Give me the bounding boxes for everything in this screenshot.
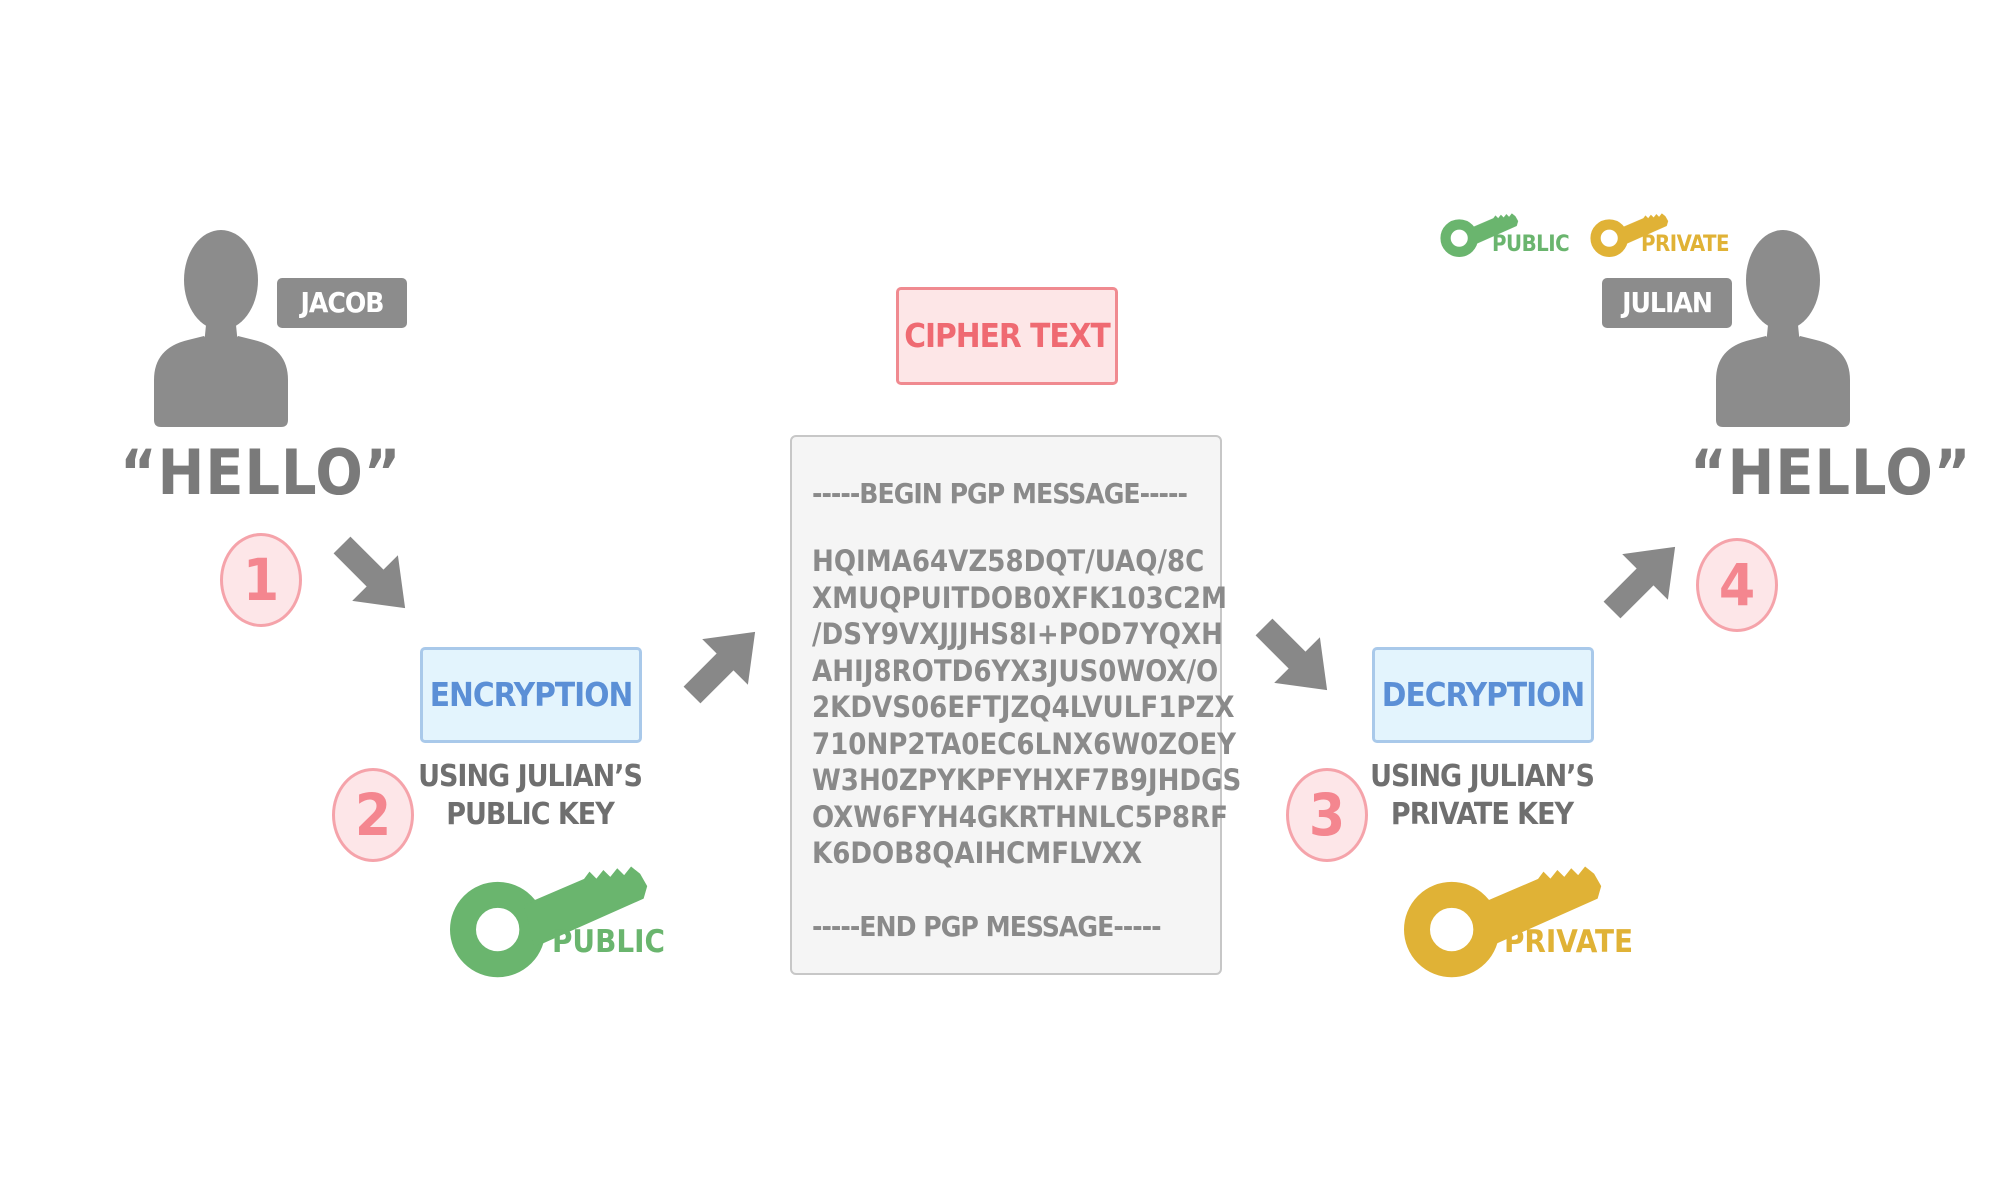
- public-key-icon: [436, 855, 646, 985]
- arrow-2-icon: [669, 609, 778, 718]
- recipient-message: “HELLO”: [1690, 436, 1972, 509]
- pgp-line: 710NP2TA0EC6LNX6W0ZOEY: [812, 726, 1237, 761]
- sender-message: “HELLO”: [120, 436, 402, 509]
- private-key-icon: [1390, 855, 1600, 985]
- sender-name: JACOB: [300, 286, 385, 319]
- cipher-text-title: CIPHER TEXT: [904, 316, 1111, 355]
- encryption-label: ENCRYPTION: [429, 675, 634, 714]
- pgp-line: W3H0ZPYKPFYHXF7B9JHDGS: [812, 763, 1242, 797]
- encryption-using-text: USING JULIAN’S PUBLIC KEY: [400, 758, 660, 834]
- recipient-person-icon: [1716, 230, 1850, 427]
- encryption-using-line1: USING JULIAN’S: [418, 759, 643, 794]
- encryption-box: ENCRYPTION: [420, 647, 642, 743]
- pgp-line: OXW6FYH4GKRTHNLC5P8RF: [812, 799, 1228, 834]
- decryption-key-label: PRIVATE: [1504, 924, 1634, 960]
- recipient-name-tag: JULIAN: [1602, 278, 1732, 328]
- arrow-4-icon: [1589, 524, 1698, 633]
- decryption-label: DECRYPTION: [1381, 675, 1585, 714]
- step-4-badge: 4: [1696, 538, 1778, 632]
- arrow-1-icon: [319, 522, 428, 631]
- decryption-using-line1: USING JULIAN’S: [1370, 759, 1595, 794]
- step-1-badge: 1: [220, 533, 302, 627]
- pgp-line: K6DOB8QAIHCMFLVXX: [812, 836, 1143, 870]
- cipher-text-tag: CIPHER TEXT: [896, 287, 1118, 385]
- sender-person-icon: [154, 230, 288, 427]
- recipient-private-key-label: PRIVATE: [1641, 232, 1730, 257]
- sender-name-tag: JACOB: [277, 278, 407, 328]
- decryption-using-text: USING JULIAN’S PRIVATE KEY: [1352, 758, 1612, 834]
- pgp-end-line: -----END PGP MESSAGE-----: [812, 909, 1162, 943]
- pgp-line: XMUQPUITDOB0XFK103C2M: [812, 580, 1228, 615]
- pgp-ciphertext: HQIMA64VZ58DQT/UAQ/8C XMUQPUITDOB0XFK103…: [812, 543, 1242, 872]
- step-3-badge: 3: [1286, 768, 1368, 862]
- pgp-begin-line: -----BEGIN PGP MESSAGE-----: [812, 477, 1188, 510]
- pgp-line: AHIJ8ROTD6YX3JUS0WOX/O: [812, 653, 1219, 688]
- pgp-line: 2KDVS06EFTJZQ4LVULF1PZX: [812, 690, 1235, 724]
- recipient-name: JULIAN: [1622, 286, 1713, 319]
- pgp-message-box: -----BEGIN PGP MESSAGE----- HQIMA64VZ58D…: [790, 435, 1242, 975]
- encryption-key-label: PUBLIC: [552, 924, 665, 960]
- arrow-3-icon: [1241, 604, 1350, 713]
- decryption-box: DECRYPTION: [1372, 647, 1594, 743]
- pgp-line: /DSY9VXJJJHS8I+POD7YQXH: [812, 617, 1223, 651]
- pgp-line: HQIMA64VZ58DQT/UAQ/8C: [812, 544, 1205, 578]
- decryption-using-line2: PRIVATE KEY: [1390, 797, 1574, 832]
- encryption-using-line2: PUBLIC KEY: [446, 797, 615, 832]
- step-2-badge: 2: [332, 768, 414, 862]
- recipient-public-key-label: PUBLIC: [1492, 232, 1570, 257]
